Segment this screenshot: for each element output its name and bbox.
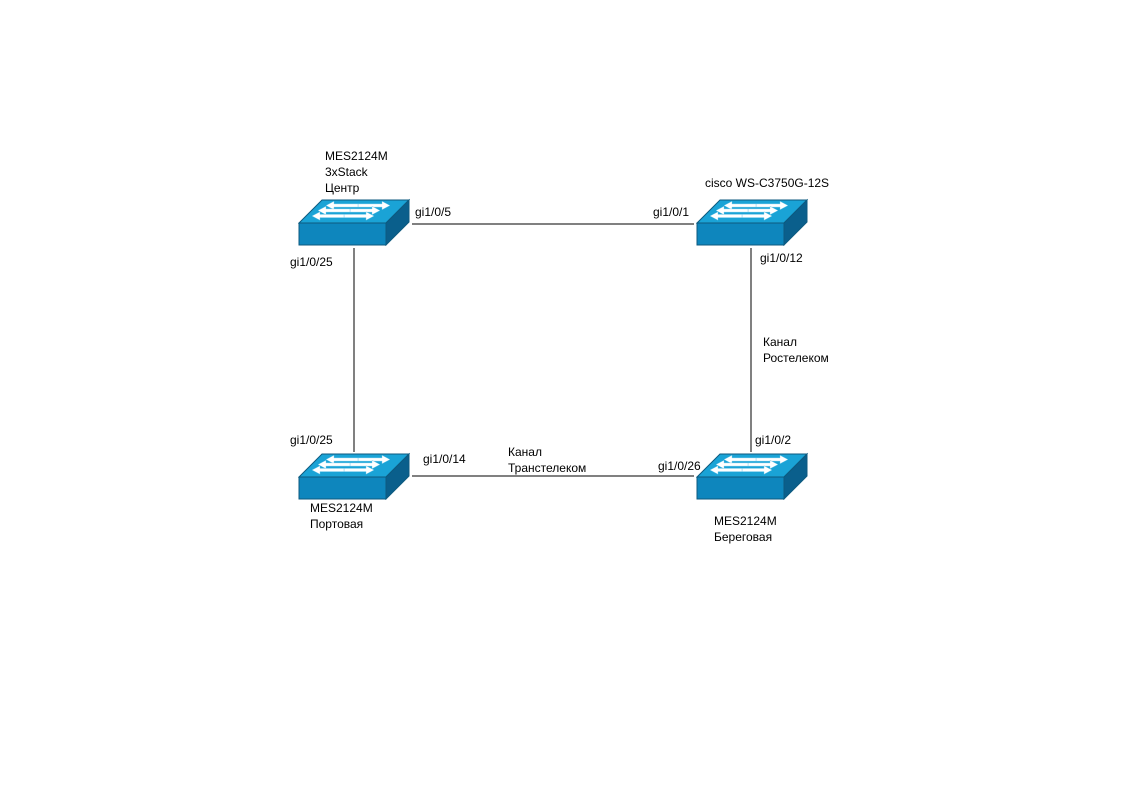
port-label: gi1/0/25 (290, 255, 333, 269)
node-model: MES2124M (714, 514, 777, 528)
arrow-icon (715, 459, 749, 470)
node-label-center: MES2124M 3xStack Центр (325, 148, 388, 196)
arrow-icon (709, 211, 743, 221)
node-site: Центр (325, 181, 360, 195)
arrow-icon (723, 454, 757, 465)
switch-front-face (696, 222, 785, 246)
channel-name: Транстелеком (508, 461, 587, 475)
switch-front-face (298, 222, 387, 246)
arrow-icon (741, 211, 773, 221)
arrow-icon (343, 211, 375, 221)
node-site: Портовая (310, 517, 364, 531)
channel-label-transtelecom: Канал Транстелеком (508, 444, 586, 476)
switch-front-face (696, 476, 785, 500)
switch-icon[interactable] (298, 452, 410, 500)
arrow-icon (317, 205, 351, 216)
port-label: gi1/0/26 (658, 459, 701, 473)
channel-name: Ростелеком (763, 351, 829, 365)
node-stack: 3xStack (325, 165, 368, 179)
arrow-icon (755, 454, 789, 465)
arrow-icon (709, 465, 743, 475)
arrow-icon (343, 465, 375, 475)
arrow-icon (723, 200, 757, 211)
node-label-cisco: cisco WS-C3750G-12S (705, 175, 829, 191)
arrow-icon (715, 205, 749, 216)
port-label: gi1/0/25 (290, 433, 333, 447)
arrow-icon (311, 465, 345, 475)
node-label-beregovaya: MES2124M Береговая (714, 513, 777, 545)
arrow-icon (317, 459, 351, 470)
arrow-icon (311, 211, 345, 221)
switch-icon[interactable] (696, 452, 808, 500)
channel-label-rostelecom: Канал Ростелеком (763, 334, 829, 366)
arrow-icon (349, 459, 381, 470)
node-model: MES2124M (325, 149, 388, 163)
port-label: gi1/0/12 (760, 251, 803, 265)
arrow-icon (357, 454, 391, 465)
port-label: gi1/0/5 (415, 205, 452, 219)
switch-icon[interactable] (696, 198, 808, 246)
port-label: gi1/0/2 (755, 433, 792, 447)
channel-word: Канал (763, 335, 797, 349)
arrow-icon (349, 205, 381, 216)
port-label: gi1/0/14 (423, 452, 466, 466)
arrow-icon (325, 454, 359, 465)
arrow-icon (747, 459, 779, 470)
arrow-icon (325, 200, 359, 211)
switch-front-face (298, 476, 387, 500)
channel-word: Канал (508, 445, 542, 459)
arrow-icon (747, 205, 779, 216)
node-model: MES2124M (310, 501, 373, 515)
node-label-portovaya: MES2124M Портовая (310, 500, 373, 532)
port-label: gi1/0/1 (653, 205, 690, 219)
arrow-icon (357, 200, 391, 211)
arrow-icon (755, 200, 789, 211)
arrow-icon (741, 465, 773, 475)
switch-icon[interactable] (298, 198, 410, 246)
node-model: cisco WS-C3750G-12S (705, 176, 830, 190)
node-site: Береговая (714, 530, 773, 544)
